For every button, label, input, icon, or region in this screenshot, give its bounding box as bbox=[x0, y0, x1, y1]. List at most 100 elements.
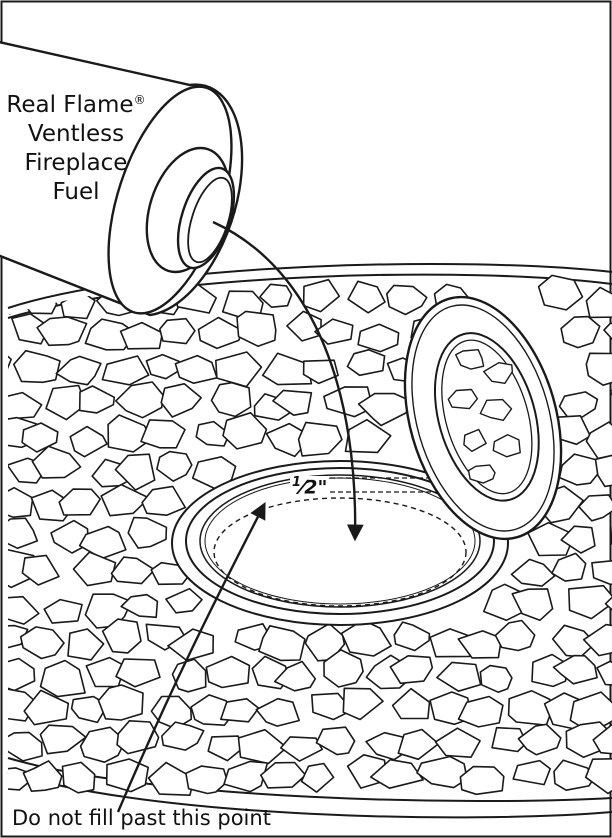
lava-rock bbox=[260, 284, 292, 307]
lava-rock bbox=[0, 597, 39, 624]
lava-rock bbox=[22, 555, 59, 585]
lava-rock bbox=[40, 725, 86, 754]
lava-rock bbox=[596, 454, 612, 486]
lava-rock bbox=[175, 356, 217, 384]
lava-rock bbox=[579, 495, 612, 521]
lava-rock bbox=[44, 600, 82, 624]
lava-rock bbox=[25, 287, 57, 314]
lava-rock bbox=[0, 659, 35, 691]
depth-label: 1⁄2" bbox=[290, 476, 329, 497]
lava-rock bbox=[121, 595, 157, 618]
lava-rock bbox=[116, 659, 160, 687]
depth-numerator: 1 bbox=[292, 475, 301, 490]
lava-rock bbox=[221, 699, 259, 722]
lava-rock bbox=[281, 737, 322, 761]
lava-rock bbox=[513, 761, 550, 785]
lava-rock bbox=[0, 768, 29, 790]
lava-rock bbox=[304, 280, 340, 312]
lava-rock bbox=[398, 730, 438, 760]
lava-rock bbox=[21, 627, 64, 659]
lava-rock bbox=[142, 486, 185, 515]
lava-rock bbox=[101, 485, 149, 516]
lava-rock bbox=[61, 291, 95, 318]
lava-rock bbox=[173, 659, 206, 692]
fill-limit-caption: Do not fill past this point bbox=[12, 808, 271, 829]
lava-rock bbox=[261, 763, 306, 788]
lava-rock bbox=[302, 764, 334, 793]
lava-rock bbox=[460, 767, 503, 795]
lava-rock bbox=[0, 288, 23, 314]
lava-rock bbox=[237, 311, 276, 346]
lava-rock bbox=[552, 553, 586, 581]
lava-rock bbox=[560, 392, 598, 417]
lava-rock bbox=[393, 689, 430, 719]
lava-rock bbox=[299, 422, 342, 456]
lava-rock bbox=[561, 317, 600, 348]
lava-rock bbox=[59, 489, 100, 515]
lava-rock bbox=[70, 427, 107, 457]
lava-rock bbox=[160, 319, 195, 344]
fuel-label: Real Flame® Ventless Fireplace Fuel bbox=[6, 94, 146, 204]
lava-rock bbox=[592, 560, 612, 584]
lava-rock bbox=[518, 724, 560, 754]
lava-rock bbox=[495, 621, 534, 651]
registered-mark: ® bbox=[134, 93, 146, 107]
lava-rock bbox=[0, 732, 42, 761]
lava-rock bbox=[166, 589, 202, 613]
lava-rock bbox=[80, 386, 115, 413]
lava-rock bbox=[343, 688, 383, 719]
lava-rock bbox=[597, 661, 612, 686]
lava-rock bbox=[239, 730, 287, 764]
lava-rock bbox=[586, 353, 612, 385]
lava-rock bbox=[0, 393, 42, 420]
lava-rock bbox=[41, 661, 86, 697]
lava-rock bbox=[512, 559, 555, 586]
lava-rock bbox=[99, 685, 144, 720]
lava-rock bbox=[68, 629, 104, 660]
lava-rock bbox=[128, 518, 166, 549]
lava-rock bbox=[37, 317, 87, 345]
lava-rock bbox=[437, 662, 481, 691]
lava-rock bbox=[56, 356, 101, 384]
lava-rock bbox=[141, 420, 185, 448]
lava-rock bbox=[74, 552, 116, 586]
lava-rock bbox=[256, 699, 299, 726]
lava-rock bbox=[161, 384, 201, 417]
lava-rock bbox=[186, 766, 228, 793]
lava-rock bbox=[111, 557, 154, 584]
lava-rock bbox=[560, 454, 599, 485]
fuel-label-line3: Fireplace bbox=[6, 152, 146, 175]
lava-rock bbox=[116, 382, 163, 418]
fuel-label-line2: Ventless bbox=[6, 123, 146, 146]
lava-rock bbox=[586, 422, 612, 458]
lava-rock bbox=[102, 356, 148, 385]
lava-rock bbox=[107, 759, 149, 792]
lava-rock bbox=[0, 488, 33, 518]
lava-rock bbox=[347, 350, 384, 376]
lava-rock bbox=[569, 586, 612, 619]
lava-rock bbox=[348, 281, 385, 313]
lava-rock bbox=[586, 287, 612, 317]
inch-mark: " bbox=[317, 476, 327, 498]
lava-rock bbox=[206, 657, 249, 688]
lava-rock bbox=[394, 622, 429, 650]
lava-rock bbox=[480, 666, 512, 693]
lava-rock bbox=[509, 691, 552, 725]
depth-denominator: 2 bbox=[304, 476, 317, 498]
lava-rock bbox=[387, 285, 427, 314]
lava-rock bbox=[316, 727, 354, 754]
lava-rock bbox=[417, 757, 467, 788]
lava-rock bbox=[223, 413, 267, 449]
lava-rock bbox=[436, 728, 481, 757]
lava-rock bbox=[208, 736, 243, 761]
lava-rock bbox=[146, 355, 179, 379]
lava-rock bbox=[358, 324, 399, 351]
fuel-label-line4: Fuel bbox=[6, 181, 146, 204]
lava-rock bbox=[512, 589, 552, 620]
lava-rock bbox=[216, 352, 262, 387]
lava-rock bbox=[199, 318, 243, 349]
lava-rock bbox=[586, 759, 612, 794]
fuel-label-line1: Real Flame bbox=[6, 92, 133, 118]
lid-rock bbox=[469, 465, 496, 483]
